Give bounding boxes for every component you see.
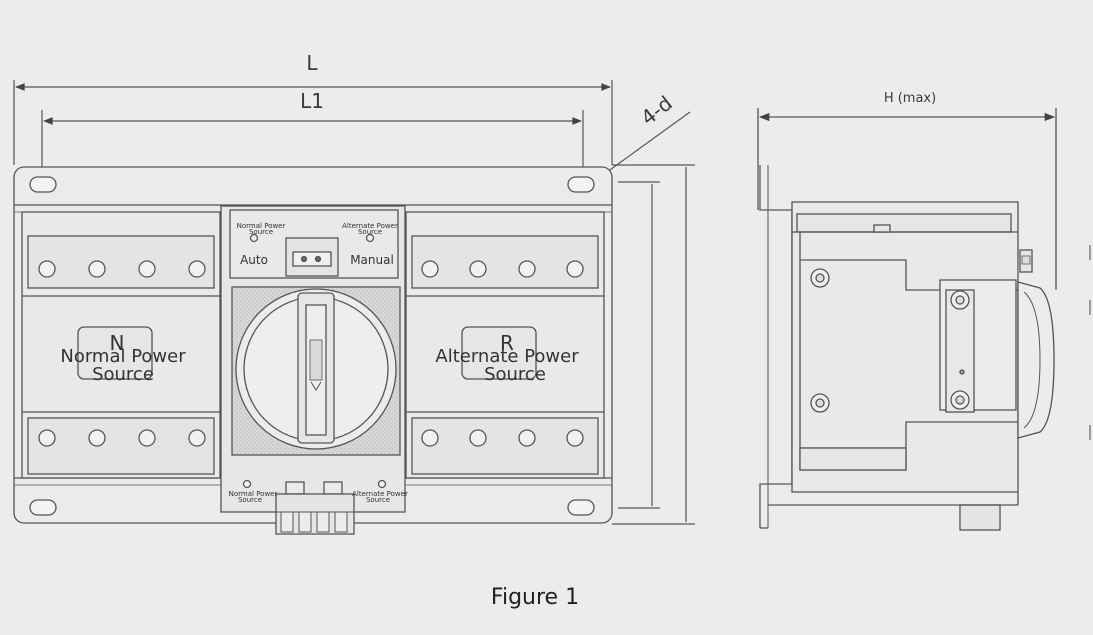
terminal-screws [38, 260, 584, 447]
right-pole-label-line2: Source [484, 364, 546, 385]
mounting-hole [29, 499, 57, 516]
bottom-left-label-line1: Normal Power [229, 490, 278, 498]
figure-caption: Figure 1 [491, 585, 579, 610]
front-view [13, 166, 613, 535]
mounting-hole [29, 176, 57, 193]
indicator-left-label-line2: Source [249, 228, 273, 236]
pole-plate-n [77, 326, 153, 380]
mode-manual-label: Manual [350, 253, 394, 267]
mode-auto-label: Auto [240, 253, 268, 267]
indicator-led [365, 233, 375, 243]
indicator-led [249, 233, 259, 243]
dimension-label-l1: L1 [300, 89, 324, 113]
bottom-right-label-line1: Alternate Power [352, 490, 408, 498]
indicator-left-label-line1: Normal Power [237, 222, 286, 230]
pole-plate-r [461, 326, 537, 380]
dimension-lines [13, 80, 695, 525]
right-pole-label-line1: Alternate Power [435, 346, 579, 367]
pole-letter-n: N [110, 331, 125, 355]
dimension-label-holes: 4-d [636, 91, 676, 130]
bottom-right-label-line2: Source [366, 496, 390, 504]
pole-letter-r: R [500, 331, 514, 355]
side-handle-cap [1017, 281, 1055, 439]
indicator-right-label-line1: Alternate Power [342, 222, 398, 230]
mounting-hole [567, 176, 595, 193]
dimension-label-l: L [306, 51, 318, 75]
indicator-right-label-line2: Source [358, 228, 382, 236]
left-pole-label-line1: Normal Power [60, 346, 186, 367]
bottom-left-label-line2: Source [238, 496, 262, 504]
side-view [757, 108, 1057, 531]
mounting-hole [567, 499, 595, 516]
left-pole-label-line2: Source [92, 364, 154, 385]
dimension-label-h: H (max) [884, 91, 936, 106]
